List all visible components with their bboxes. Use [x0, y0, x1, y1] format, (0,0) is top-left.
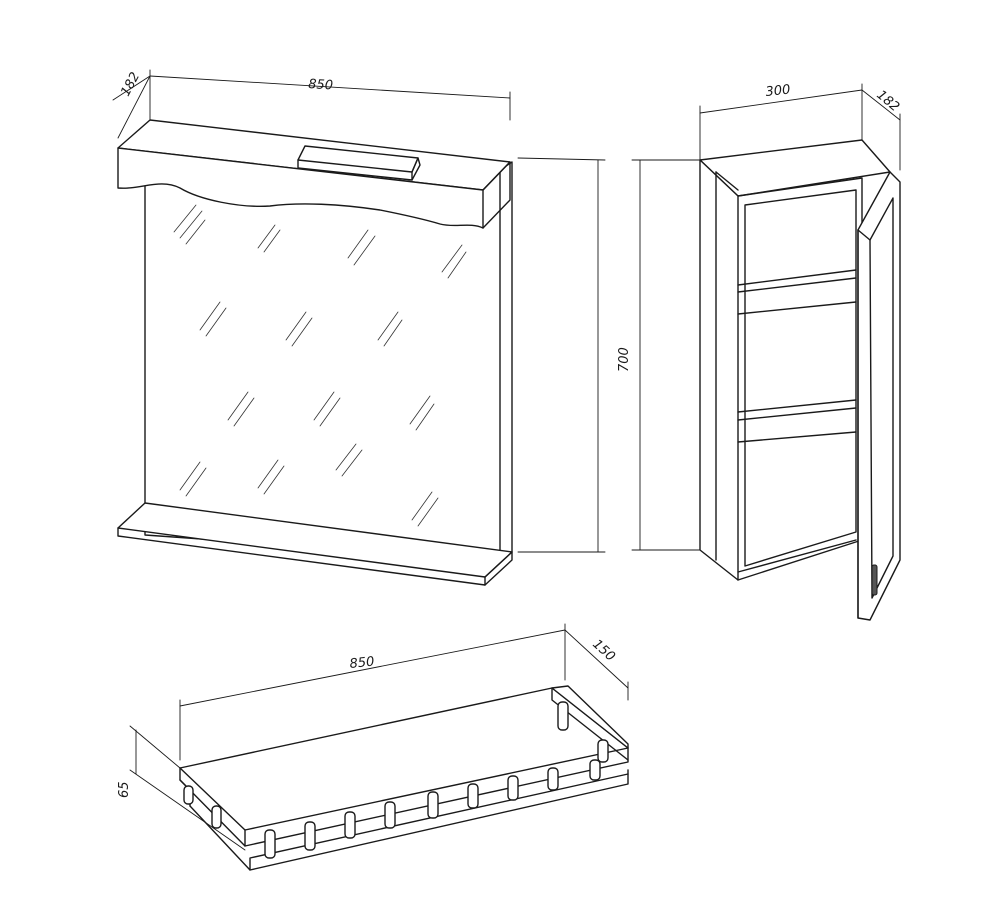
mirror-width-label: 850	[308, 77, 334, 93]
mirror-height-dimension: 700	[517, 157, 632, 553]
mirror-depth-label: 182	[118, 70, 143, 99]
shelf-depth-label: 150	[589, 637, 617, 665]
shelf-width-label: 850	[349, 654, 375, 672]
shelf-depth-dimension: 150	[564, 629, 629, 701]
cabinet-width-dimension: 300	[699, 82, 863, 161]
cabinet-width-label: 300	[765, 82, 791, 100]
mirror-view: 182 850 700	[112, 69, 632, 586]
shelf-balusters	[183, 701, 609, 859]
cabinet-depth-label: 182	[873, 88, 902, 115]
mirror-glass-reflections	[173, 204, 467, 527]
cabinet-handle-icon	[871, 564, 878, 596]
cabinet-view: 300 182	[631, 82, 902, 621]
shelf-height-label: 65	[117, 781, 132, 798]
shelf-width-dimension: 850	[179, 623, 566, 761]
mirror-width-dimension: 850	[149, 75, 511, 121]
shelf-height-dimension: 65	[117, 725, 246, 851]
shelf-view: 850 150 65	[117, 623, 629, 871]
mirror-height-label: 700	[617, 347, 632, 372]
